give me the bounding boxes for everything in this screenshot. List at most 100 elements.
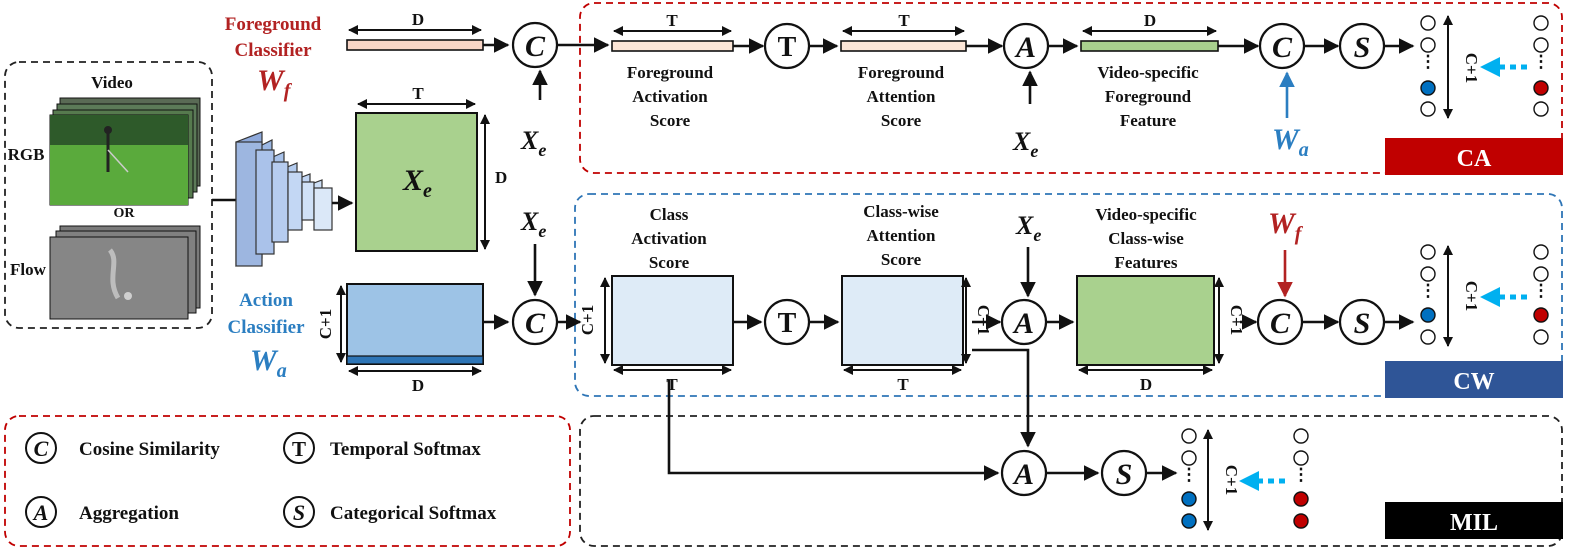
ca-bar1-label-2: Activation (632, 87, 708, 106)
cw-badge: CW (1453, 369, 1494, 395)
input-region (4, 61, 213, 329)
cw-attention-box (841, 275, 964, 366)
cw-video-classwise-features-box (1076, 275, 1215, 366)
fg-classifier-title-1: Foreground (225, 14, 322, 35)
cw-box2-label-2: Attention (867, 226, 936, 245)
legend-region (4, 415, 571, 547)
fg-classifier-vector (346, 39, 484, 51)
rgb-label: RGB (8, 145, 45, 164)
ca-bar3-label-2: Foreground (1105, 87, 1192, 106)
cw-box3-rows: C+1 (1227, 305, 1246, 335)
video-label: Video (91, 73, 133, 92)
legend-cosine-icon-letter: C (34, 436, 49, 461)
svg-text:⋮: ⋮ (1533, 281, 1550, 300)
mil-prediction-vector: ⋮ (1181, 428, 1198, 529)
cw-xe-symbol-1: Xe (520, 207, 546, 241)
cw-badge-bg (1385, 361, 1563, 398)
ca-bar2-label-1: Foreground (858, 63, 945, 82)
mil-region (579, 415, 1563, 547)
svg-text:⋮: ⋮ (1533, 52, 1550, 71)
cw-box3-label-1: Video-specific (1095, 205, 1197, 224)
mil-badge-bg (1385, 502, 1563, 539)
ca-out-dim: C+1 (1462, 53, 1481, 83)
cw-box2-label-3: Score (881, 250, 922, 269)
cw-xe-symbol-2: Xe (1015, 211, 1041, 245)
ca-categorical-op-letter: S (1354, 31, 1371, 64)
cw-categorical-op-letter: S (1354, 307, 1371, 340)
ca-bar2-label-3: Score (881, 111, 922, 130)
cw-box1-rows: C+1 (578, 305, 597, 335)
cw-cosine-op-1-letter: C (525, 307, 546, 340)
cw-box1-label-3: Score (649, 253, 690, 272)
cw-prediction-vector: ⋮ (1420, 244, 1437, 345)
legend-categorical-text: Categorical Softmax (330, 503, 497, 524)
mil-attention-path (972, 348, 1036, 448)
legend-aggregation-icon (25, 496, 57, 528)
cw-cosine-op-2-letter: C (1270, 307, 1291, 340)
legend-categorical-icon-letter: S (293, 500, 305, 525)
ca-xe-symbol-2: Xe (1012, 127, 1038, 161)
mil-out-dim: C+1 (1222, 465, 1241, 495)
cw-box3-cols: D (1140, 375, 1152, 394)
ca-fg-attention-bar (840, 40, 967, 52)
cw-box2-rows: C+1 (974, 305, 993, 335)
ca-bar3-label-3: Feature (1120, 111, 1177, 130)
ca-bar3-dim: D (1144, 11, 1156, 30)
action-classifier-symbol: Wa (250, 344, 287, 382)
svg-text:⋮: ⋮ (1420, 52, 1437, 71)
xe-feature-box (355, 112, 478, 252)
ca-badge: CA (1457, 146, 1492, 172)
rgb-frames (49, 97, 201, 206)
cw-box1-label-1: Class (650, 205, 689, 224)
action-dim-cols: D (412, 376, 424, 395)
ca-prediction-vector: ⋮ (1420, 15, 1437, 117)
cw-box1-label-2: Activation (631, 229, 707, 248)
flow-frames (49, 225, 201, 320)
cw-box3-label-3: Features (1115, 253, 1178, 272)
flow-label: Flow (10, 260, 47, 279)
ca-temporal-op-letter: T (778, 32, 797, 63)
cw-class-activation-box (611, 275, 734, 366)
ca-bar3-label-1: Video-specific (1097, 63, 1199, 82)
legend-temporal-text: Temporal Softmax (330, 439, 481, 460)
legend-temporal-icon-letter: T (292, 437, 306, 461)
legend-categorical-icon (283, 496, 315, 528)
ca-aggregation-op-letter: A (1014, 31, 1036, 64)
action-background-row (346, 355, 484, 365)
mil-aggregation-op-letter: A (1012, 458, 1034, 491)
ca-bar1-label-3: Score (650, 111, 691, 130)
cw-aggregation-op-letter: A (1012, 307, 1034, 340)
svg-text:⋮: ⋮ (1420, 281, 1437, 300)
svg-text:⋮: ⋮ (1293, 465, 1310, 484)
svg-text:⋮: ⋮ (1181, 465, 1198, 484)
legend-aggregation-text: Aggregation (79, 503, 179, 524)
action-classifier-title-2: Classifier (227, 317, 305, 338)
ca-bar2-dim: T (898, 11, 910, 30)
cw-label-vector: ⋮ (1533, 244, 1550, 345)
ca-bar1-dim: T (666, 11, 678, 30)
cw-out-dim: C+1 (1462, 281, 1481, 311)
cw-region (574, 193, 1563, 397)
legend-cosine-icon (25, 432, 57, 464)
fg-dim: D (412, 10, 424, 29)
cw-box2-label-1: Class-wise (863, 202, 939, 221)
cw-box2-cols: T (897, 375, 909, 394)
mil-label-vector: ⋮ (1293, 428, 1310, 529)
legend-cosine-text: Cosine Similarity (79, 439, 220, 460)
fg-classifier-title-2: Classifier (234, 40, 312, 61)
action-dim-rows: C+1 (316, 309, 335, 339)
cw-wf-symbol: Wf (1268, 207, 1304, 245)
cw-box3-label-2: Class-wise (1108, 229, 1184, 248)
ca-label-vector: ⋮ (1533, 15, 1550, 117)
ca-bar1-label-1: Foreground (627, 63, 714, 82)
ca-cosine-op-1-letter: C (525, 30, 546, 63)
ca-wa-symbol: Wa (1272, 123, 1309, 161)
or-label: OR (114, 206, 136, 221)
mil-badge: MIL (1450, 510, 1498, 536)
xe-symbol: Xe (402, 164, 432, 202)
action-classifier-matrix (346, 283, 484, 365)
mil-activation-path (667, 380, 1000, 481)
ca-bar2-label-2: Attention (867, 87, 936, 106)
xe-dim-t: T (412, 84, 424, 103)
